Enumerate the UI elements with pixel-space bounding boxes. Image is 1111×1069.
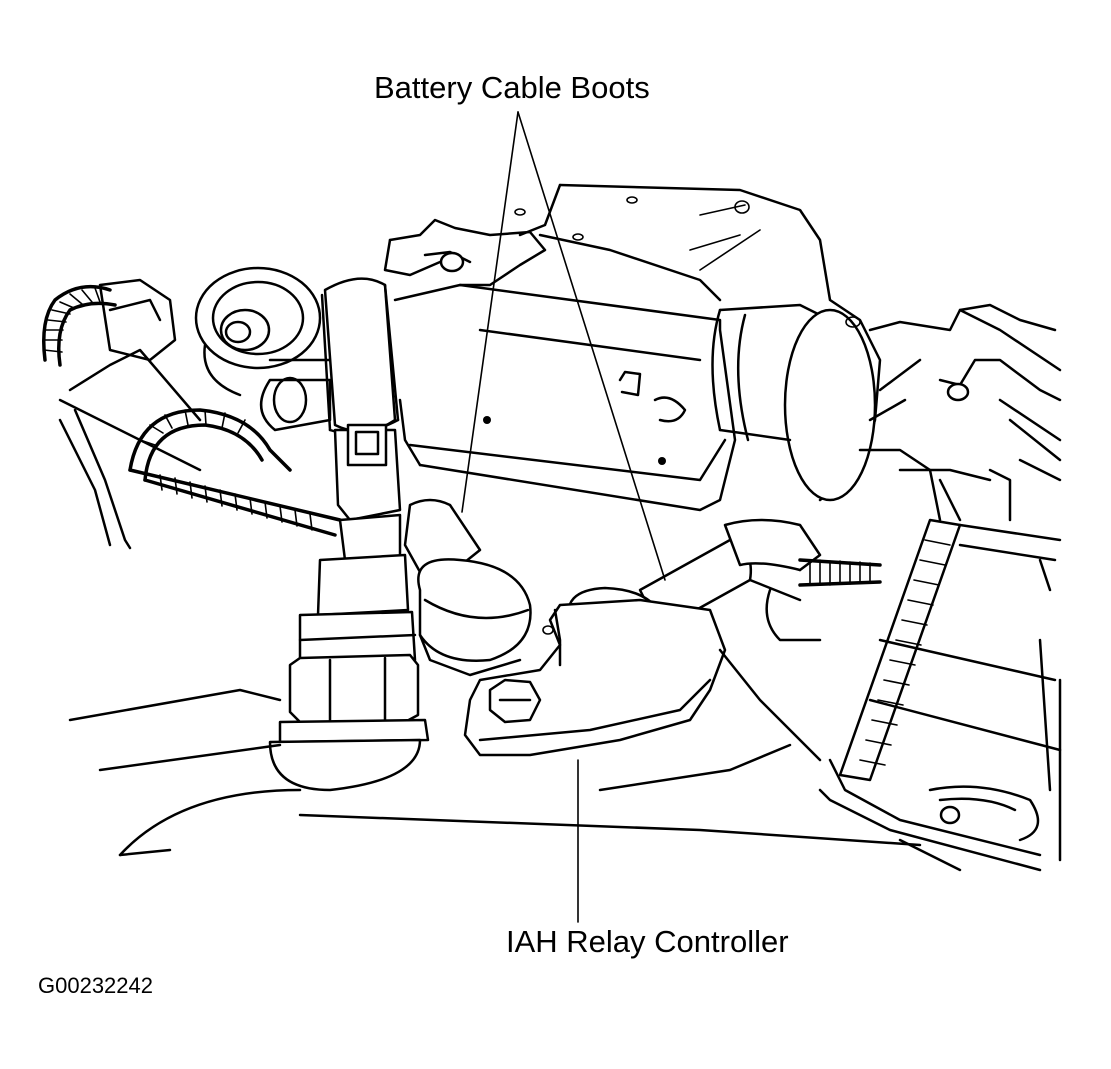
wire-harness-loop [58, 408, 342, 550]
leader-boot-right [517, 111, 666, 581]
upper-right-components [858, 303, 1062, 522]
battery-cable-boots-label: Battery Cable Boots [374, 70, 650, 105]
relay-controller [463, 598, 727, 757]
iah-relay-controller-label: IAH Relay Controller [506, 924, 789, 959]
sensor-connector [268, 423, 430, 792]
leader-boot-left [461, 111, 519, 513]
right-cable-harness [723, 518, 882, 642]
pulley [194, 266, 322, 397]
vertical-cable-boot [320, 277, 400, 435]
top-bracket [383, 218, 547, 287]
wire-harness-left [42, 278, 202, 472]
battery-cable-boot-left [403, 498, 532, 677]
coolant-tube [260, 358, 337, 432]
callout-leaders [461, 111, 666, 923]
right-bracket [818, 518, 1062, 872]
throttle-body [711, 303, 877, 502]
figure-id: G00232242 [38, 973, 153, 998]
center-cover [393, 283, 737, 512]
body-outline [68, 648, 1062, 872]
